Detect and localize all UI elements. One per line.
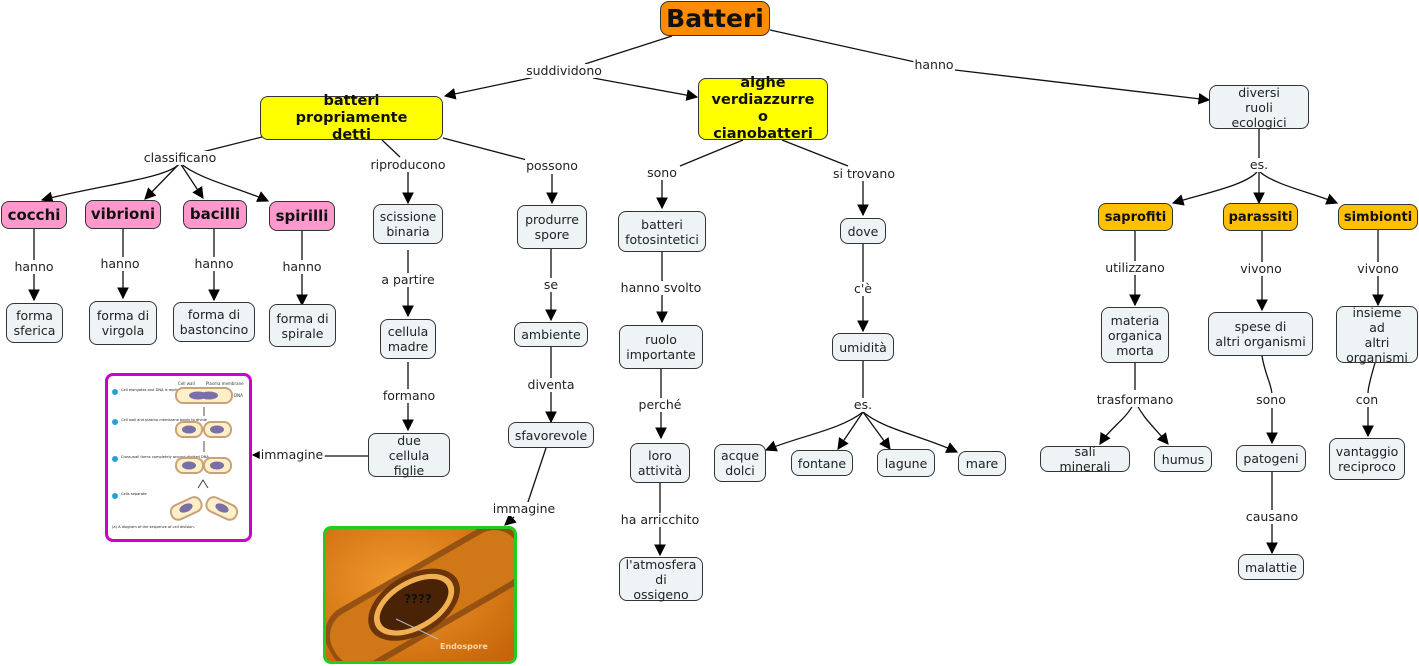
concept-forma-di-virgola[interactable]: forma di virgola (89, 301, 157, 345)
link-label-hanno: hanno (913, 57, 955, 72)
link-label-sono-patogeni: sono (1255, 392, 1287, 407)
concept-saprofiti[interactable]: saprofiti (1098, 203, 1173, 231)
concept-diversi-ruoli-ecologici[interactable]: diversi ruoli ecologici (1209, 85, 1309, 130)
concept-fontane[interactable]: fontane (791, 450, 853, 476)
link-label-vivono-simbionti: vivono (1356, 261, 1400, 276)
step-3-text: Cross-wall forms completely around divid… (121, 455, 209, 459)
concept-bacilli[interactable]: bacilli (183, 200, 247, 229)
concept-patogeni[interactable]: patogeni (1236, 445, 1306, 472)
link-label-a-partire: a partire (380, 272, 436, 287)
concept-batteri-propriamente-detti[interactable]: batteri propriamente detti (260, 93, 443, 143)
concept-produrre-spore[interactable]: produrre spore (517, 205, 587, 249)
link-label-con: con (1354, 392, 1380, 407)
concept-dove[interactable]: dove (840, 218, 886, 244)
question-marks: ???? (404, 592, 432, 606)
dna-label: DNA (234, 393, 243, 398)
concept-sali-minerali[interactable]: sali minerali (1040, 444, 1130, 474)
cell-wall-label: Cell wall (178, 381, 195, 386)
link-label-ce: c'è (853, 281, 873, 296)
concept-vibrioni[interactable]: vibrioni (85, 200, 161, 229)
link-label-diventa: diventa (526, 377, 576, 392)
concept-ruolo-importante[interactable]: ruolo importante (619, 325, 703, 369)
concept-malattie[interactable]: malattie (1238, 554, 1304, 580)
plasma-membrane-label: Plasma membrane (206, 381, 244, 386)
link-label-sono: sono (646, 165, 678, 180)
concept-lagune[interactable]: lagune (877, 449, 935, 477)
caption-text: (a) A diagram of the sequence of cell di… (112, 525, 195, 529)
concept-spese-altri-organismi[interactable]: spese di altri organismi (1208, 312, 1313, 356)
concept-forma-di-spirale[interactable]: forma di spirale (269, 304, 336, 347)
endospore-micrograph: ???? Endospore (326, 529, 514, 661)
link-label-vivono-parassiti: vivono (1239, 261, 1283, 276)
link-label-utilizzano: utilizzano (1104, 260, 1166, 275)
concept-atmosfera-ossigeno[interactable]: l'atmosfera di ossigeno (619, 557, 703, 602)
concept-loro-attivita[interactable]: loro attività (630, 443, 690, 483)
endospore-image[interactable]: ???? Endospore (323, 526, 517, 664)
concept-simbionti[interactable]: simbionti (1338, 204, 1418, 230)
link-label-possono: possono (525, 158, 579, 173)
concept-cellula-madre[interactable]: cellula madre (380, 319, 436, 359)
link-label-hanno-svolto: hanno svolto (619, 280, 703, 295)
link-label-hanno-vibrioni: hanno (99, 256, 141, 271)
step-4-text: Cells separate (121, 492, 147, 496)
cell-division-image[interactable]: Cell wall Plasma membrane DNA Cell elong… (105, 373, 252, 542)
concept-batteri[interactable]: Batteri (660, 1, 770, 36)
link-label-trasformano: trasformano (1095, 392, 1175, 407)
concept-scissione-binaria[interactable]: scissione binaria (373, 204, 443, 244)
link-label-se: se (542, 277, 560, 292)
step-1-text: Cell elongates and DNA is replicated (121, 388, 187, 392)
concept-insieme-altri-organismi[interactable]: insieme ad altri organismi (1336, 305, 1418, 365)
concept-cocchi[interactable]: cocchi (1, 201, 67, 229)
concept-spirilli[interactable]: spirilli (269, 201, 335, 231)
concept-materia-organica-morta[interactable]: materia organica morta (1101, 307, 1169, 363)
link-label-perche: perché (637, 397, 683, 412)
concept-batteri-fotosintetici[interactable]: batteri fotosintetici (618, 211, 706, 252)
link-label-causano: causano (1244, 509, 1300, 524)
link-label-es-umidita: es. (852, 397, 874, 412)
concept-ambiente[interactable]: ambiente (514, 322, 588, 347)
link-label-formano: formano (381, 388, 437, 403)
concept-alghe-verdiazzurre[interactable]: alghe verdiazzurre o cianobatteri (698, 75, 828, 142)
link-label-suddividono: suddividono (525, 63, 603, 78)
concept-acque-dolci[interactable]: acque dolci (714, 444, 766, 482)
link-label-immagine-1: immagine (259, 447, 325, 462)
concept-mare[interactable]: mare (958, 451, 1006, 476)
concept-forma-sferica[interactable]: forma sferica (6, 303, 63, 343)
cell-division-illustration: Cell wall Plasma membrane DNA Cell elong… (112, 381, 244, 529)
step-2-text: Cell wall and plasma membrane begin to d… (121, 418, 208, 422)
concept-due-cellule-figlie[interactable]: due cellula figlie (368, 433, 450, 478)
concept-sfavorevole[interactable]: sfavorevole (508, 422, 594, 448)
link-label-immagine-2: immagine (491, 501, 557, 516)
concept-parassiti[interactable]: parassiti (1223, 203, 1298, 231)
concept-forma-di-bastoncino[interactable]: forma di bastoncino (173, 302, 255, 342)
concept-vantaggio-reciproco[interactable]: vantaggio reciproco (1329, 438, 1405, 480)
concept-umidita[interactable]: umidità (832, 333, 894, 361)
link-label-hanno-spirilli: hanno (281, 259, 323, 274)
link-label-ha-arricchito: ha arricchito (619, 512, 701, 527)
link-label-riproducono: riproducono (369, 157, 447, 172)
link-label-hanno-cocchi: hanno (13, 259, 55, 274)
link-label-hanno-bacilli: hanno (193, 256, 235, 271)
link-label-es-ruoli: es. (1248, 157, 1270, 172)
link-label-classificano: classificano (142, 150, 218, 165)
endospore-label: Endospore (440, 642, 488, 651)
concept-humus[interactable]: humus (1154, 446, 1212, 472)
link-label-si-trovano: si trovano (832, 166, 896, 181)
